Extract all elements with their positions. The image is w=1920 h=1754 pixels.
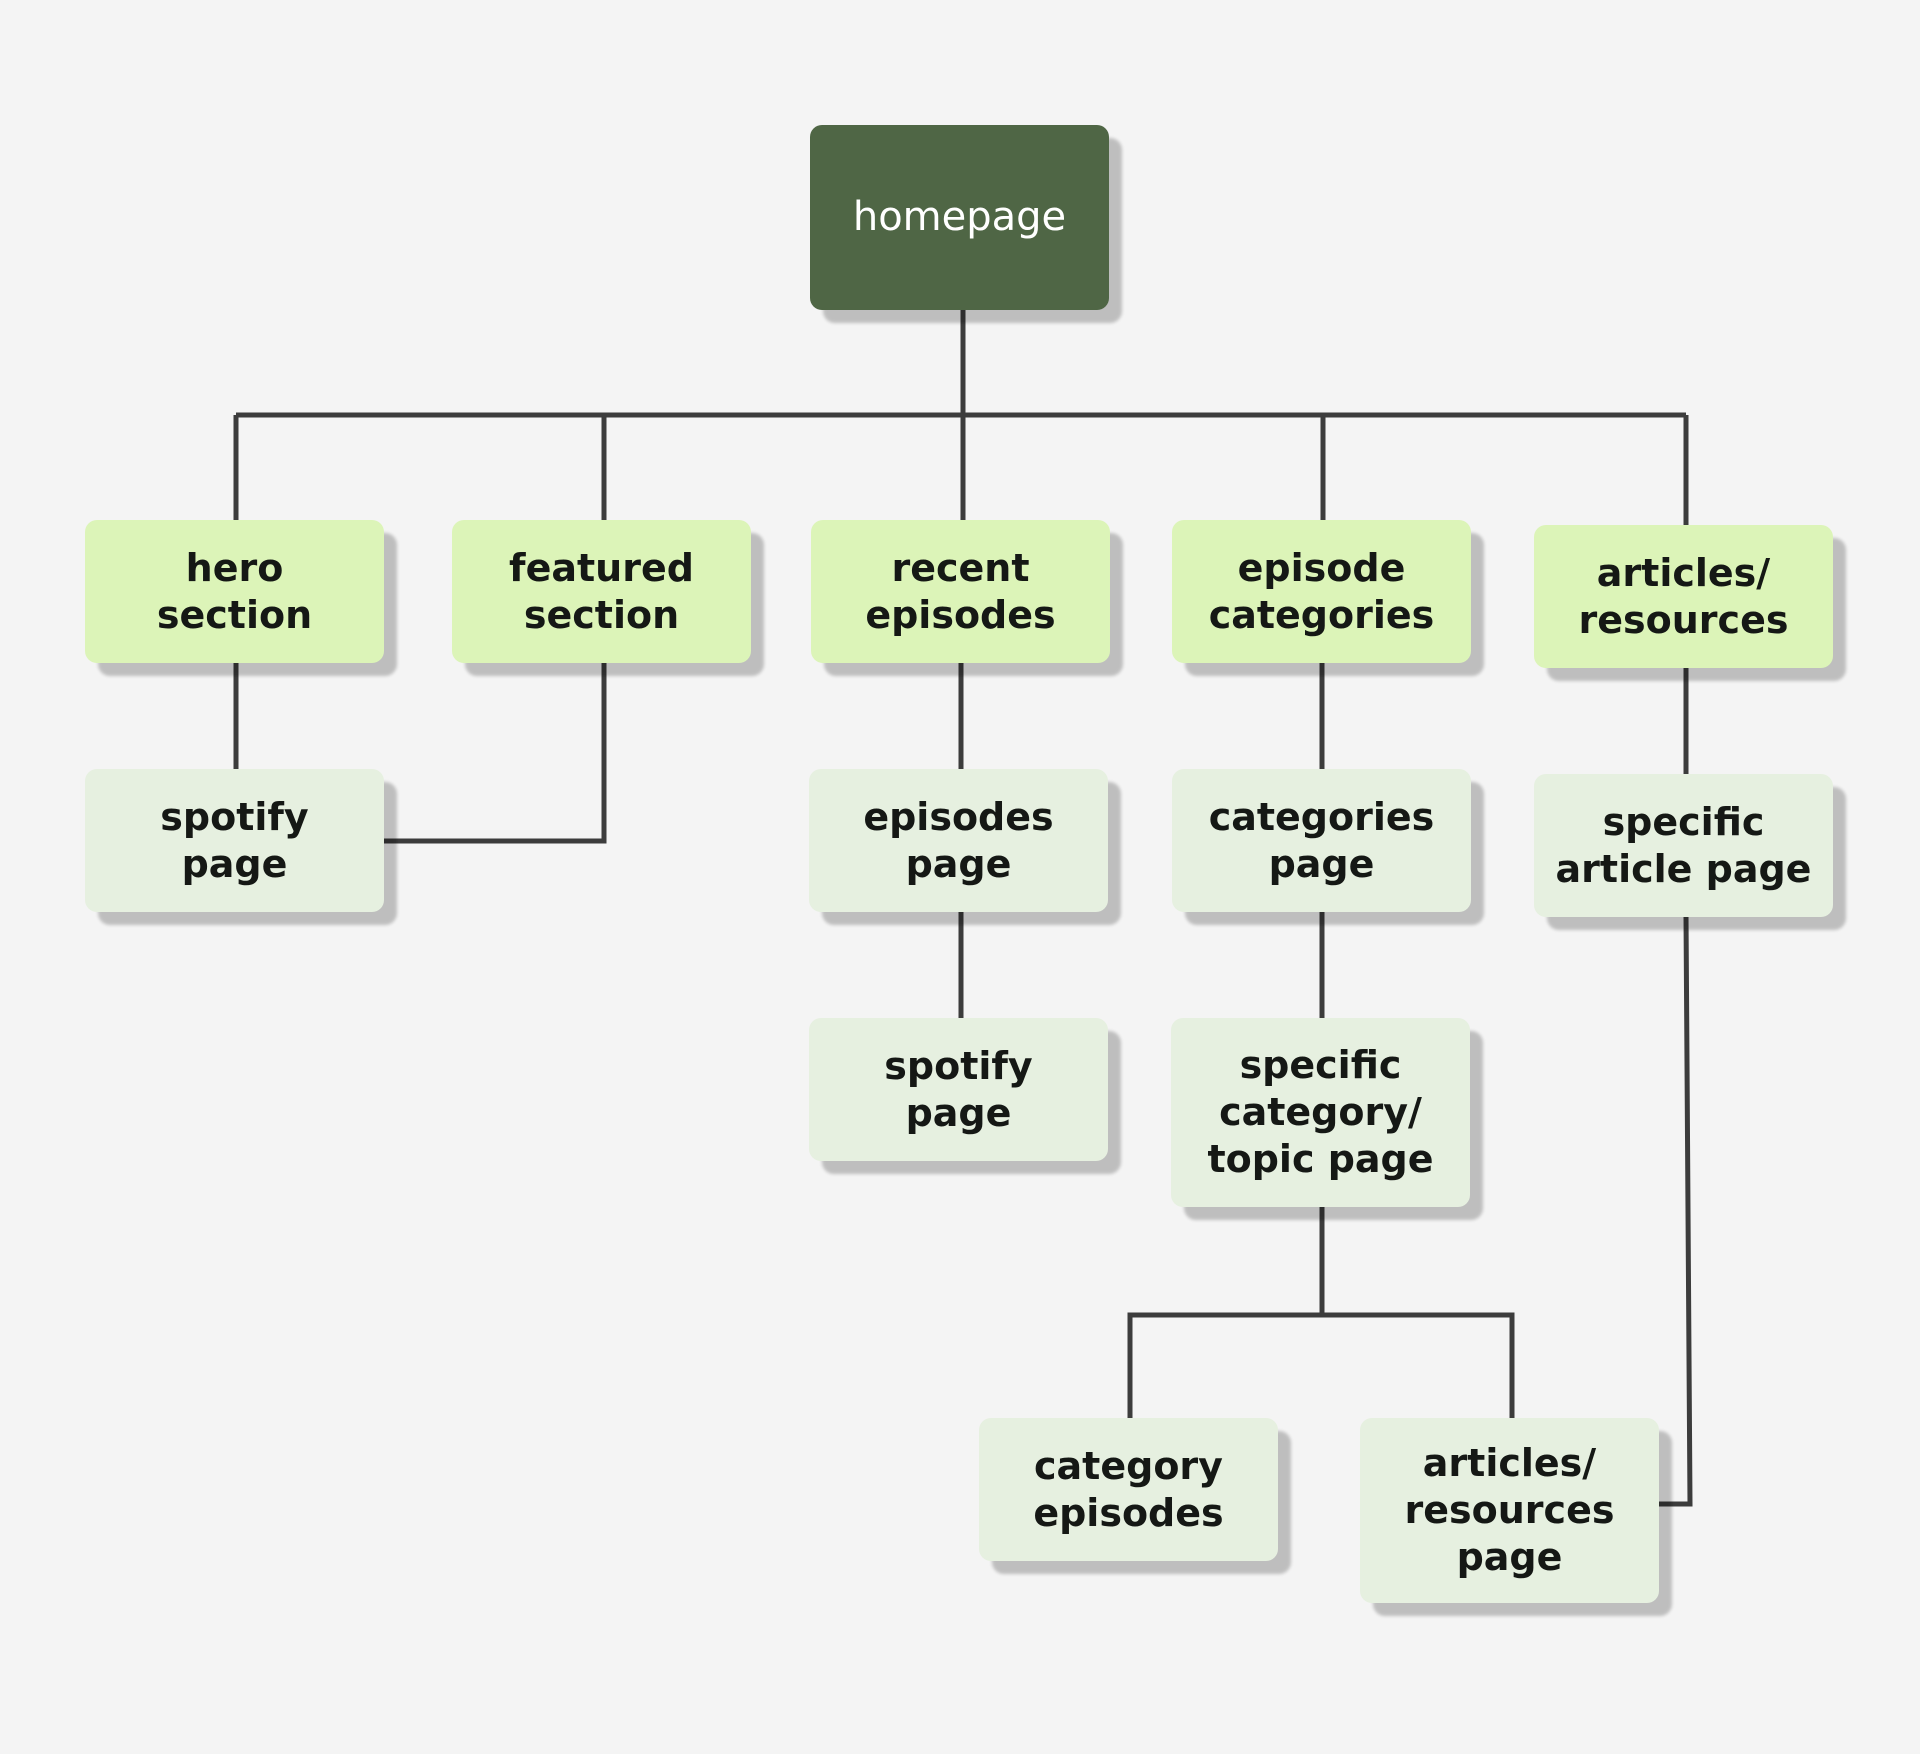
recent-episodes-node: recent episodes (811, 520, 1110, 663)
articles-resources-page-node: articles/ resources page (1360, 1418, 1659, 1603)
specific-category-topic-page-node: specific category/ topic page (1171, 1018, 1470, 1207)
articles-resources-node: articles/ resources (1534, 525, 1833, 668)
episodes-page-node: episodes page (809, 769, 1108, 912)
connector-featured-spotify (383, 663, 607, 844)
spotify-page-node: spotify page (809, 1018, 1108, 1161)
specific-article-page-node: specific article page (1534, 774, 1833, 917)
homepage-node: homepage (810, 125, 1109, 310)
episode-categories-node: episode categories (1172, 520, 1471, 663)
featured-section-node: featured section (452, 520, 751, 663)
category-episodes-node: category episodes (979, 1418, 1278, 1561)
categories-page-node: categories page (1172, 769, 1471, 912)
spotify-page-node: spotify page (85, 769, 384, 912)
connector-specific-category-split (1127, 1207, 1515, 1418)
hero-section-node: hero section (85, 520, 384, 663)
connector-specific-article-articles-page (1658, 915, 1693, 1507)
